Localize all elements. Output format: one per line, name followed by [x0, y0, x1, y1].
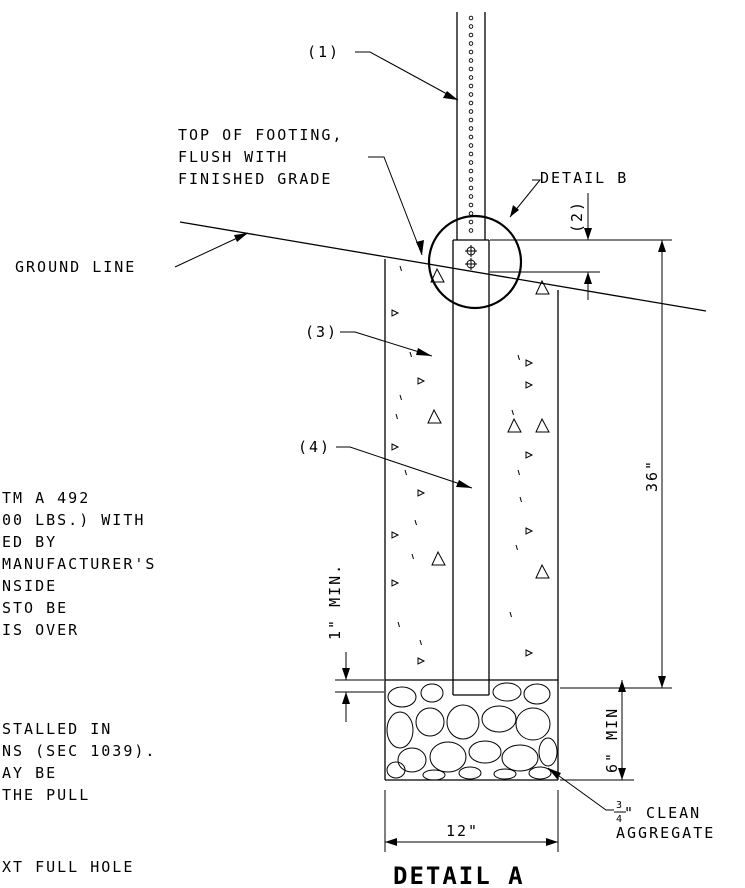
note-line: MANUFACTURER'S [2, 555, 156, 573]
detail-title: DETAIL A [393, 862, 525, 888]
callout-3: (3) [305, 323, 338, 341]
concrete-footing [384, 259, 559, 781]
callout-4: (4) [298, 438, 331, 456]
aggregate-label: AGGREGATE [616, 824, 715, 842]
top-of-footing-line-3: FINISHED GRADE [178, 170, 332, 188]
post-perforations [468, 15, 474, 233]
note-line: NS (SEC 1039). [2, 742, 156, 760]
note-line: THE PULL [2, 786, 90, 804]
dimension-36-inch [560, 239, 672, 689]
clean-aggregate [386, 682, 558, 781]
note-line: ED BY [2, 533, 57, 551]
top-of-footing-line-1: TOP OF FOOTING, [178, 126, 343, 144]
detail-b-circle [427, 214, 523, 310]
dimension-6-inch-min [560, 680, 634, 781]
clean-fraction-denominator: 4 [616, 814, 624, 825]
note-line: STO BE [2, 599, 68, 617]
note-line: 00 LBS.) WITH [2, 511, 145, 529]
clean-label: " CLEAN [624, 804, 701, 822]
note-line: TM A 492 [2, 489, 90, 507]
dimension-12-label: 12" [446, 822, 479, 840]
dimension-6-inch-label: 6" MIN [603, 707, 621, 773]
detail-b-label: DETAIL B [540, 169, 628, 187]
clean-fraction-numerator: 3 [616, 800, 624, 811]
dimension-2 [490, 193, 600, 300]
dimension-1-inch-label: 1" MIN. [326, 563, 344, 640]
callout-1: (1) [307, 43, 340, 61]
anchor-bolts [465, 245, 477, 270]
concrete-hatch [391, 265, 550, 665]
note-line: NSIDE [2, 577, 57, 595]
note-line: IS OVER [2, 621, 79, 639]
note-line: STALLED IN [2, 720, 112, 738]
dimension-12-inch [384, 790, 559, 852]
ground-line-label: GROUND LINE [15, 258, 136, 276]
leader-arrowheads [234, 91, 561, 779]
anchor-post [452, 239, 490, 696]
note-line: AY BE [2, 764, 57, 782]
dimension-1-inch-min [335, 652, 384, 722]
ground-line [179, 221, 707, 312]
callout-2: (2) [568, 200, 586, 233]
top-of-footing-line-2: FLUSH WITH [178, 148, 288, 166]
note-line: XT FULL HOLE [2, 858, 134, 876]
sign-post [456, 12, 486, 240]
dimension-36-label: 36" [643, 459, 661, 492]
